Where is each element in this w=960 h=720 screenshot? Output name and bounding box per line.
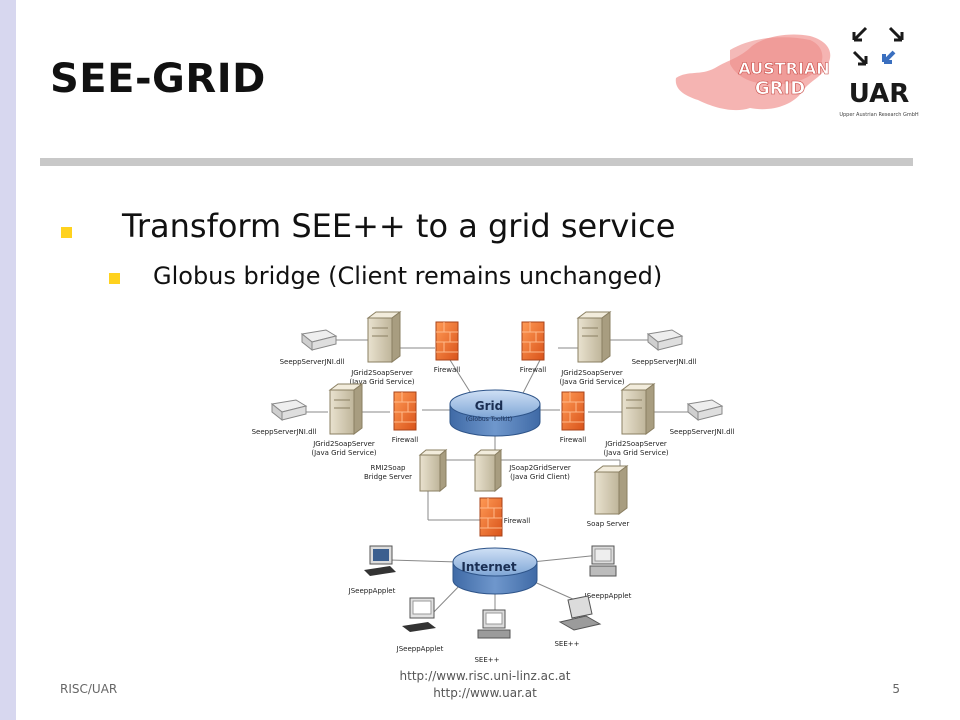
firewall-tr-label: Firewall <box>520 366 546 374</box>
firewall-mr-label: Firewall <box>560 436 586 444</box>
soap-server-icon <box>593 465 629 515</box>
slide-title: SEE-GRID <box>50 56 266 102</box>
page-number: 5 <box>892 682 900 696</box>
architecture-diagram: SeeppServerJNI.dll SeeppServerJNI.dll Se… <box>252 311 735 664</box>
firewall-tl-icon <box>435 321 459 361</box>
rmi-label-2: Bridge Server <box>364 473 412 481</box>
jsoap-server-icon <box>473 448 503 493</box>
bullet-text-1: Transform SEE++ to a grid service <box>122 207 676 245</box>
firewall-ml-icon <box>393 391 417 431</box>
client-b-computer-icon <box>477 609 511 639</box>
client-br-laptop-icon <box>558 595 602 631</box>
internet-label: Internet <box>461 560 516 574</box>
logo-grid-text: GRID <box>755 78 805 99</box>
client-bl-label: JSeeppApplet <box>396 645 444 653</box>
bullet-text-2: Globus bridge (Client remains unchanged) <box>153 262 663 290</box>
server-tl-icon <box>366 311 402 363</box>
rmi-server-icon <box>418 448 448 493</box>
client-br-label: SEE++ <box>554 640 579 648</box>
firewall-tl-label: Firewall <box>434 366 460 374</box>
server-ml-label-1: JGrid2SoapServer <box>312 440 375 448</box>
server-tr-label-2: (Java Grid Service) <box>559 378 625 386</box>
client-ur-computer-icon <box>589 545 617 577</box>
server-ml-icon <box>328 383 364 435</box>
rmi-label-1: RMI2Soap <box>371 464 406 472</box>
jsoap-label-1: JSoap2GridServer <box>508 464 571 472</box>
client-b-label: SEE++ <box>474 656 499 664</box>
internet-cylinder-icon <box>452 547 538 595</box>
jsoap-label-2: (Java Grid Client) <box>510 473 570 481</box>
uar-logo: UAR Upper Austrian Research GmbH <box>839 26 919 118</box>
server-mr-label-2: (Java Grid Service) <box>603 449 669 457</box>
server-ml-label-2: (Java Grid Service) <box>311 449 377 457</box>
server-tr-icon <box>576 311 612 363</box>
bullet-marker-1 <box>61 227 72 238</box>
server-tl-label-2: (Java Grid Service) <box>349 378 415 386</box>
austrian-grid-logo: AUSTRIAN GRID <box>675 34 831 111</box>
firewall-ml-label: Firewall <box>392 436 418 444</box>
dll-label-tr: SeeppServerJNI.dll <box>632 358 697 366</box>
client-ul-computer-icon <box>364 545 396 576</box>
grid-cylinder-icon <box>449 389 541 437</box>
footer-url-uar[interactable]: http://www.uar.at <box>433 686 537 700</box>
dll-label-mr: SeeppServerJNI.dll <box>670 428 735 436</box>
uar-arrows-icon <box>852 26 904 66</box>
dll-box-tr <box>646 329 684 352</box>
uar-subtitle: Upper Austrian Research GmbH <box>839 112 919 118</box>
left-accent-bar <box>0 0 16 720</box>
footer-urls: http://www.risc.uni-linz.ac.at http://ww… <box>380 668 590 702</box>
bullet-marker-2 <box>109 273 120 284</box>
title-divider <box>40 158 913 166</box>
firewall-bottom-label: Firewall <box>504 517 530 525</box>
firewall-tr-icon <box>521 321 545 361</box>
client-bl-computer-icon <box>402 597 436 632</box>
server-mr-icon <box>620 383 656 435</box>
dll-label-ml: SeeppServerJNI.dll <box>252 428 317 436</box>
footer-left-text: RISC/UAR <box>60 682 118 696</box>
server-tl-label-1: JGrid2SoapServer <box>350 369 413 377</box>
dll-label-tl: SeeppServerJNI.dll <box>280 358 345 366</box>
server-tr-label-1: JGrid2SoapServer <box>560 369 623 377</box>
logo-austrian-text: AUSTRIAN <box>738 59 829 78</box>
firewall-bottom-icon <box>479 497 503 537</box>
dll-box-mr <box>686 399 724 422</box>
client-ul-label: JSeeppApplet <box>348 587 396 595</box>
dll-box-tl <box>300 329 338 352</box>
uar-text: UAR <box>849 79 909 109</box>
footer-url-risc[interactable]: http://www.risc.uni-linz.ac.at <box>399 669 571 683</box>
grid-label: Grid <box>475 399 503 413</box>
firewall-mr-icon <box>561 391 585 431</box>
dll-box-ml <box>270 399 308 422</box>
soap-server-label: Soap Server <box>587 520 630 528</box>
client-ur-label: JSeeppApplet <box>584 592 632 600</box>
server-mr-label-1: JGrid2SoapServer <box>604 440 667 448</box>
grid-sublabel: (Globus Toolkit) <box>466 416 512 423</box>
